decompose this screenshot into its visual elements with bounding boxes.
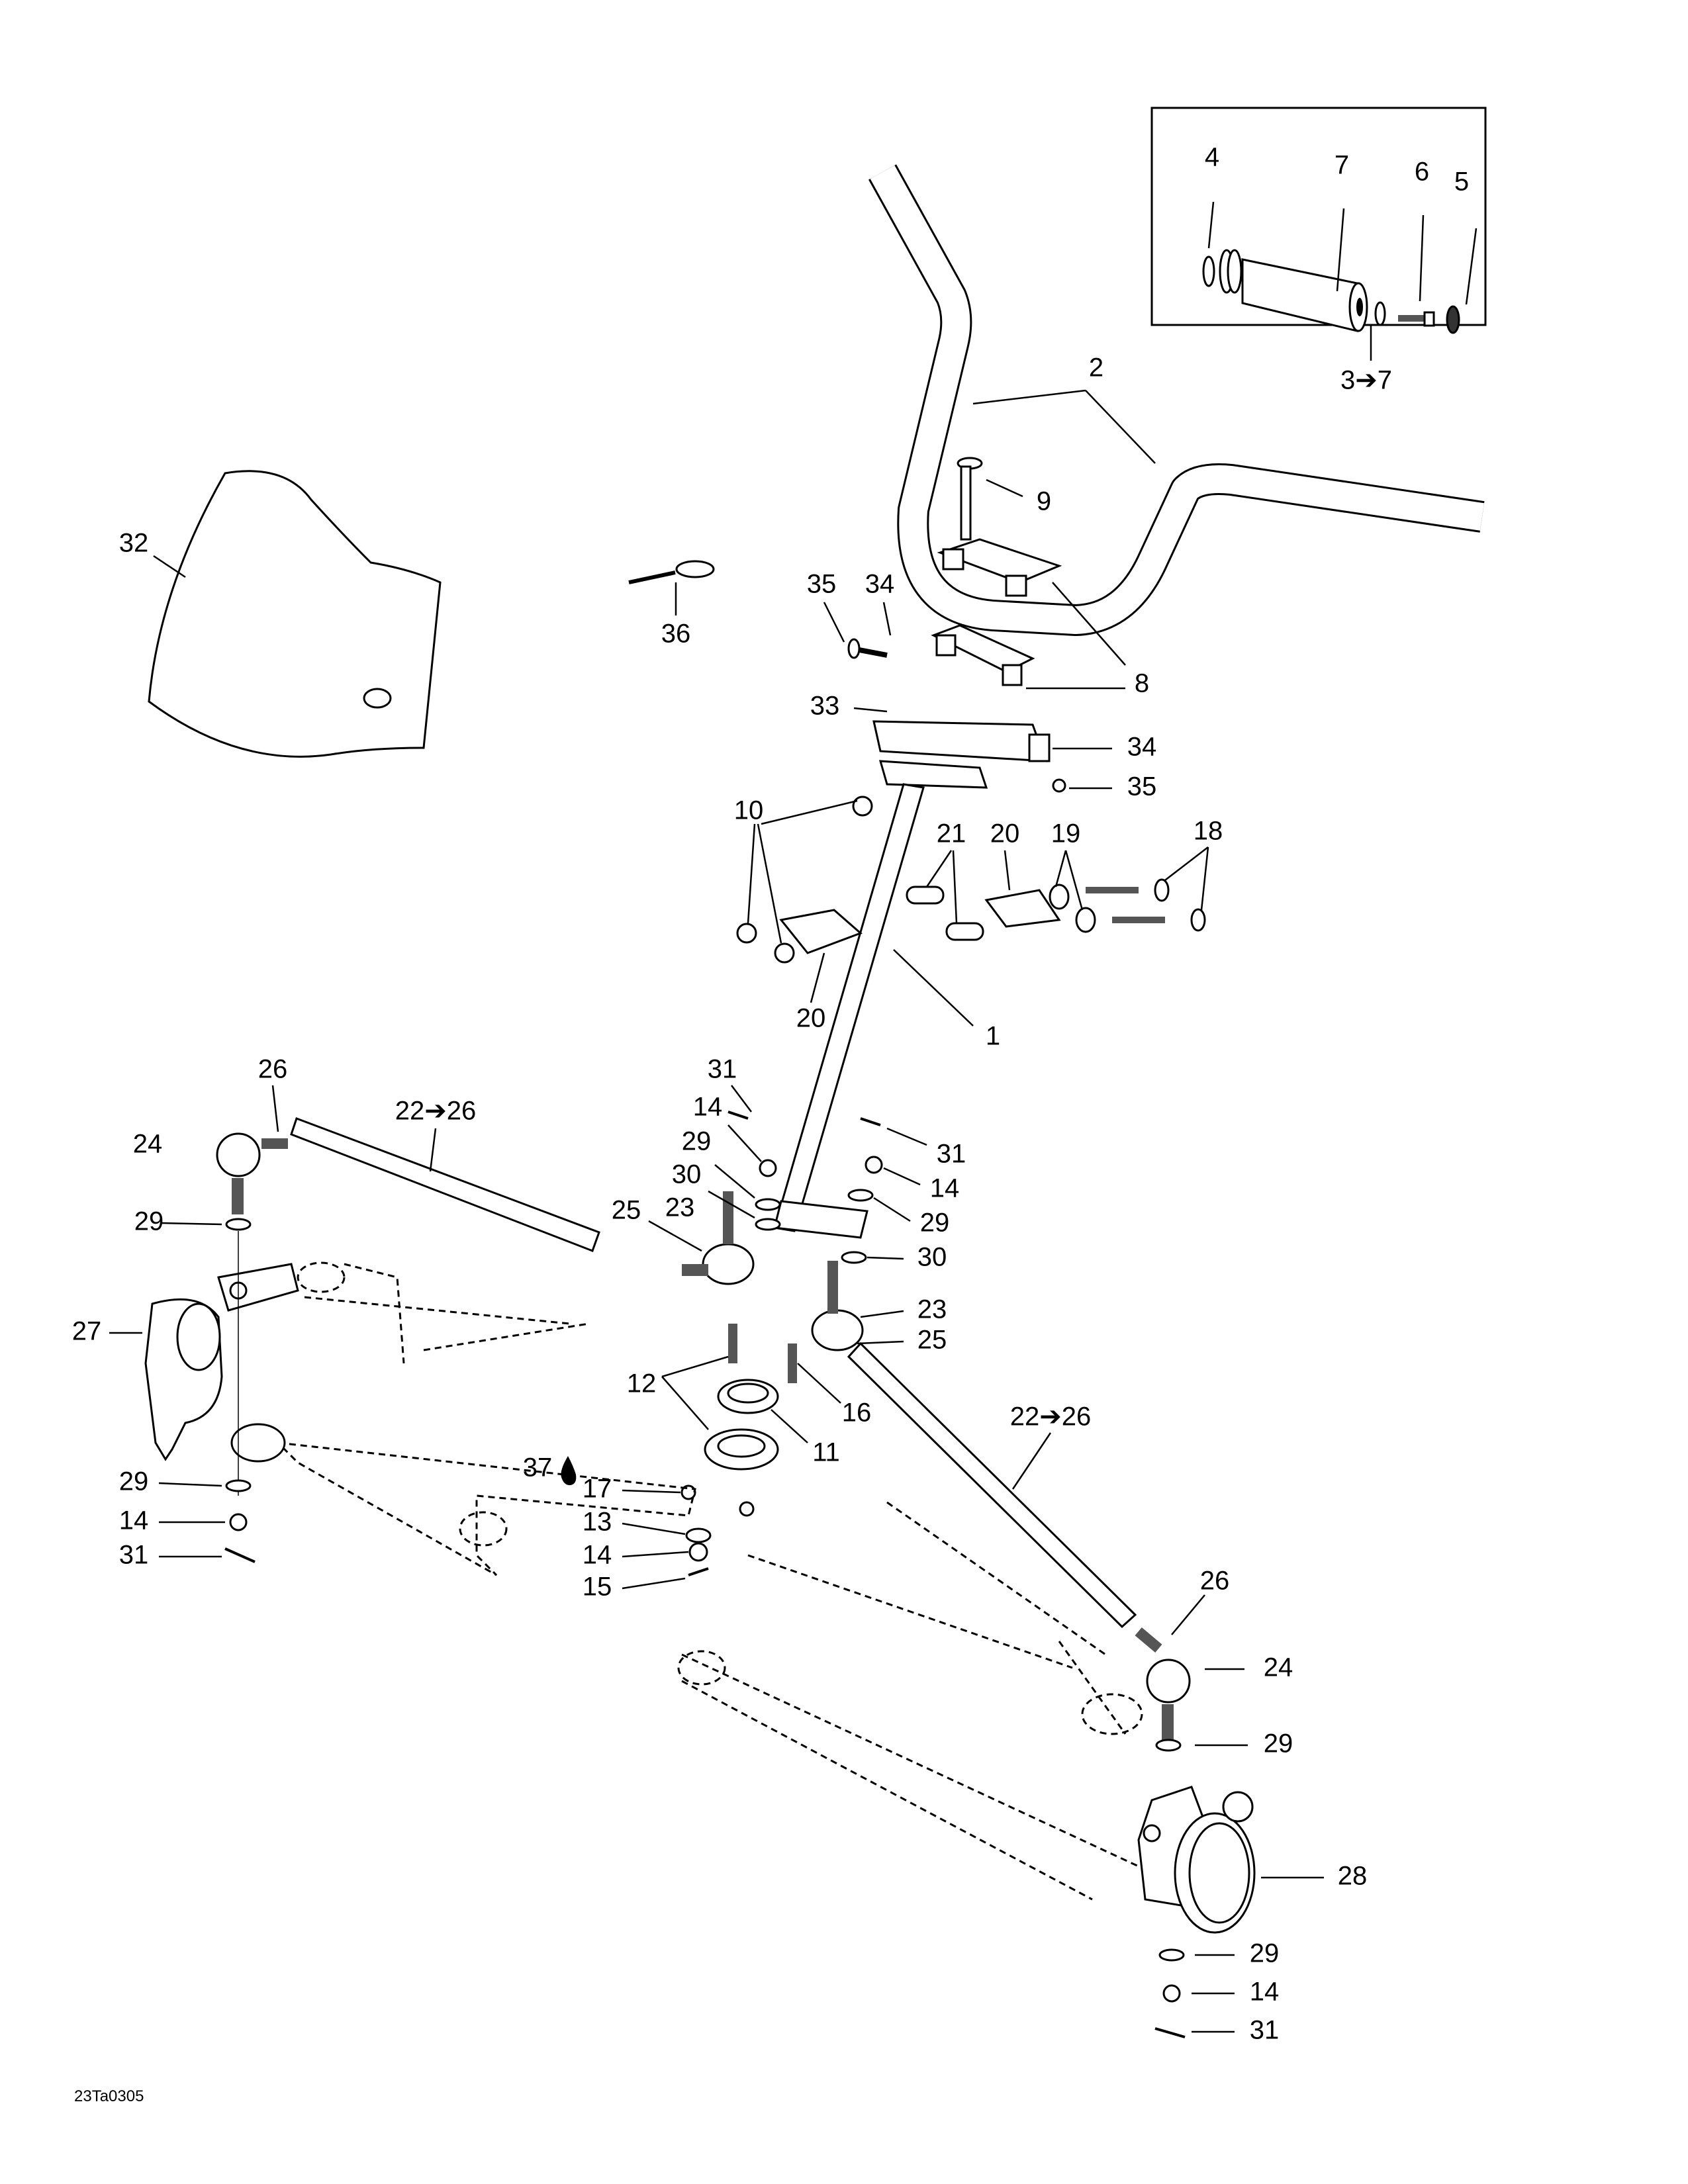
callout-23: 23 [917,1295,947,1324]
callout-29: 29 [1264,1729,1293,1758]
left-knuckle-hardware [224,1218,256,1563]
cable-tie-part [628,560,715,584]
callout-36: 36 [661,619,691,649]
callout-25: 25 [917,1326,947,1355]
right-knuckle-hardware [1154,1739,1186,2038]
steering-column-part [773,720,1048,1239]
callout-14: 14 [1250,1978,1280,2007]
callout-37: 37 [523,1453,553,1482]
callout-6: 6 [1415,158,1429,187]
bracket-part [1028,733,1051,762]
callout-26: 26 [1200,1567,1230,1596]
ball-joint-part [682,1191,864,1351]
callout-31: 31 [937,1140,966,1169]
nuts-washers-center [727,1111,883,1264]
handlebar-part [868,164,1485,636]
column-nuts-part [680,1484,755,1576]
callout-22-to-26: 22➔26 [1010,1402,1092,1432]
callout-12: 12 [627,1369,657,1398]
handlebar-cover-part [148,470,442,758]
callout-34: 34 [865,570,895,599]
handlebar-clamp-part [931,538,1062,686]
callout-14: 14 [583,1541,612,1570]
screw-part [1398,311,1435,327]
callout-23: 23 [665,1193,695,1222]
callout-28: 28 [1338,1862,1368,1891]
callout-30: 30 [672,1160,702,1189]
callout-20: 20 [796,1004,826,1033]
callout-26: 26 [258,1055,288,1084]
a-arm-right-part [677,1501,1143,1901]
callout-27: 27 [72,1317,102,1346]
callout-34: 34 [1127,733,1157,762]
callout-14: 14 [693,1093,723,1122]
callout-5: 5 [1454,167,1469,197]
callout-29: 29 [1250,1939,1280,1968]
callout-25: 25 [612,1196,641,1225]
callout-18: 18 [1194,817,1223,846]
callout-10: 10 [734,796,764,825]
callout-30: 30 [917,1243,947,1272]
callout-19: 19 [1051,819,1081,848]
a-arm-left-part [275,1261,696,1576]
figure-code: 23Ta0305 [74,2087,144,2105]
callout-14: 14 [119,1506,149,1535]
bracket-screw-part [1052,778,1066,793]
callout-17: 17 [583,1475,612,1504]
bearing-part [704,1324,797,1471]
callout-13: 13 [583,1508,612,1537]
callout-7: 7 [1335,151,1349,180]
callout-16: 16 [842,1398,872,1428]
callout-24: 24 [1264,1653,1293,1682]
callout-32: 32 [119,529,149,558]
callout-labels: 4 7 6 5 3➔7 2 9 32 35 34 36 8 33 34 35 1… [72,143,1469,2045]
callout-29: 29 [119,1467,149,1496]
lubricant-drop-icon [561,1456,577,1486]
callout-35: 35 [807,570,837,599]
callout-4: 4 [1205,143,1219,172]
callout-31: 31 [1250,2016,1280,2045]
callout-22-to-26: 22➔26 [395,1097,477,1126]
grip-inset-box [1150,107,1487,361]
grip-ring-part [1202,255,1215,287]
washer-part [1374,301,1386,326]
handle-grip-part [1219,249,1368,332]
callout-8: 8 [1135,669,1149,698]
callout-9: 9 [1037,487,1051,516]
steering-support-part [736,796,1206,964]
callout-33: 33 [810,692,840,721]
screw-35-part [847,638,888,659]
callout-14: 14 [930,1174,960,1203]
knuckle-right-part [1137,1786,1256,1934]
callout-1: 1 [986,1022,1000,1051]
callout-3-to-7: 3➔7 [1340,366,1392,395]
callout-2: 2 [1089,353,1103,383]
tie-rod-right-part [847,1342,1191,1741]
end-cap-part [1446,305,1460,334]
tie-rod-left-part [216,1117,600,1252]
callout-20: 20 [990,819,1020,848]
callout-21: 21 [937,819,966,848]
callout-31: 31 [119,1541,149,1570]
callout-29: 29 [920,1208,950,1238]
callout-11: 11 [812,1438,840,1467]
callout-29: 29 [682,1127,712,1156]
clamp-bolt-part [957,457,983,541]
callout-29: 29 [134,1207,164,1236]
callout-31: 31 [708,1055,737,1084]
callout-35: 35 [1127,772,1157,801]
knuckle-left-part [144,1263,299,1463]
callout-15: 15 [583,1572,612,1602]
callout-24: 24 [133,1130,163,1159]
